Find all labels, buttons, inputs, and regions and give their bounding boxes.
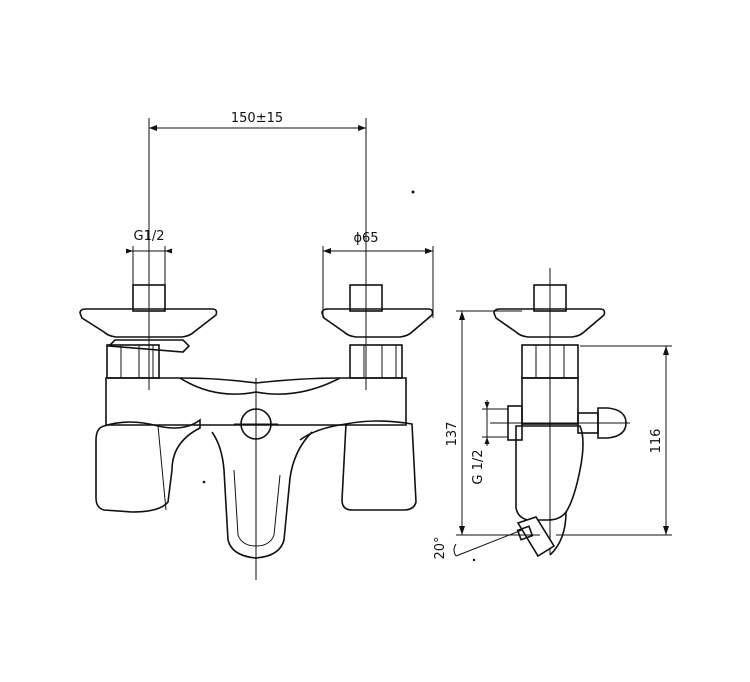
left-handle-edge <box>157 425 167 511</box>
scan-speck <box>472 558 476 562</box>
height-body-label: 116 <box>649 429 664 454</box>
right-inlet-pipe <box>349 284 383 312</box>
front-view: 150±15 G1/2 ϕ65 <box>79 111 434 580</box>
body-contour <box>179 377 341 395</box>
spacing-label: 150±15 <box>231 111 283 126</box>
scan-speck <box>411 190 415 194</box>
angle-label: 20° <box>433 536 448 559</box>
side-escutcheon <box>493 308 606 338</box>
side-knob <box>597 407 627 439</box>
angle-arc <box>453 543 457 557</box>
right-handle <box>341 420 417 511</box>
left-handle <box>95 418 201 513</box>
right-handle-blend <box>299 423 347 441</box>
side-body <box>521 377 579 425</box>
scan-speck <box>202 480 206 484</box>
side-outlet-stub <box>507 405 523 441</box>
side-view <box>453 268 672 558</box>
left-nut-top <box>107 339 191 353</box>
diameter-label: ϕ65 <box>353 231 378 246</box>
spout <box>211 431 313 559</box>
aerator <box>516 516 556 558</box>
angle-line <box>455 529 523 557</box>
right-hex-nut <box>349 344 403 379</box>
right-escutcheon <box>321 308 434 338</box>
height-total-label: 137 <box>445 422 460 447</box>
left-inlet-pipe <box>132 284 166 312</box>
side-inlet-pipe <box>533 284 567 312</box>
side-thread-label: G 1/2 <box>471 449 486 484</box>
spout-inner <box>233 469 281 547</box>
left-escutcheon <box>79 308 218 338</box>
thread-front-label: G1/2 <box>134 229 165 244</box>
